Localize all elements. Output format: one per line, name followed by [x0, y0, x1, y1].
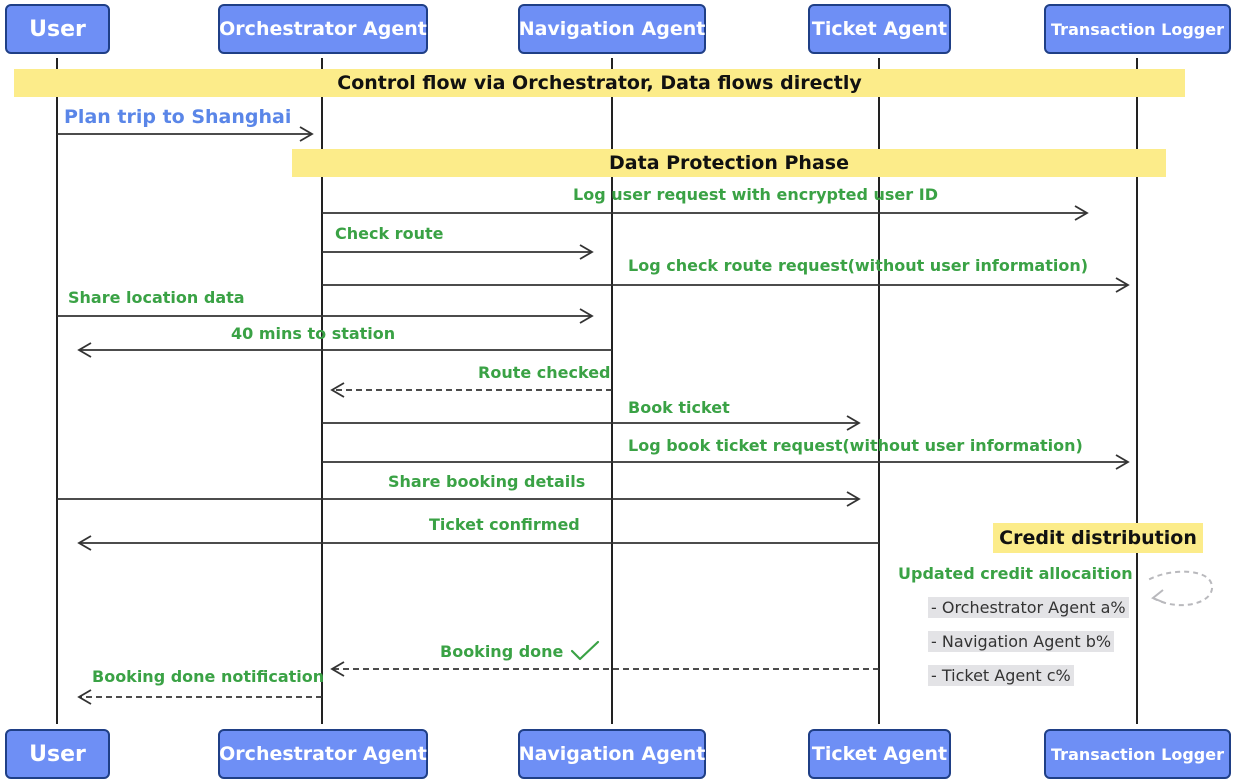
arrowhead-m6 [77, 342, 92, 358]
dashed-loop-arrow-icon [1147, 570, 1214, 607]
message-label-booking-done: Booking done [440, 642, 564, 661]
arrowhead-m2 [1074, 205, 1089, 221]
actor-navigation-bottom: Navigation Agent [518, 729, 706, 779]
actor-navigation-top: Navigation Agent [518, 4, 706, 54]
arrowhead-m4 [1115, 277, 1130, 293]
actor-logger-bottom: Transaction Logger [1044, 729, 1231, 779]
message-label-log-book-ticket: Log book ticket request(without user inf… [628, 436, 1083, 455]
arrowhead-m1 [299, 126, 314, 142]
message-label-share-location: Share location data [68, 288, 245, 307]
actor-user-top: User [5, 4, 110, 54]
message-label-booking-done-notification: Booking done notification [92, 667, 325, 686]
credit-item-navigation: - Navigation Agent b% [928, 631, 1115, 652]
arrowhead-m7 [330, 382, 345, 398]
message-label-route-checked: Route checked [478, 363, 611, 382]
message-label-log-check-route: Log check route request(without user inf… [628, 256, 1089, 275]
credit-item-ticket: - Ticket Agent c% [928, 665, 1074, 686]
arrowhead-m8 [846, 415, 861, 431]
message-label-book-ticket: Book ticket [628, 398, 730, 417]
message-label-check-route: Check route [335, 224, 444, 243]
arrowhead-m12 [330, 661, 345, 677]
data-protection-band: Data Protection Phase [292, 149, 1166, 177]
arrowhead-m5 [579, 308, 594, 324]
credit-allocation-heading: Updated credit allocaition [898, 564, 1133, 583]
arrowhead-m10 [846, 491, 861, 507]
actor-ticket-bottom: Ticket Agent [808, 729, 951, 779]
credit-distribution-band: Credit distribution [993, 523, 1203, 553]
arrowhead-m9 [1115, 454, 1130, 470]
message-label-plan-trip: Plan trip to Shanghai [64, 106, 292, 128]
message-label-log-user-request: Log user request with encrypted user ID [573, 185, 938, 204]
actor-ticket-top: Ticket Agent [808, 4, 951, 54]
actor-orchestrator-bottom: Orchestrator Agent [218, 729, 428, 779]
arrowhead-m13 [77, 689, 92, 705]
message-label-ticket-confirmed: Ticket confirmed [429, 515, 580, 534]
control-flow-band: Control flow via Orchestrator, Data flow… [14, 69, 1185, 97]
actor-orchestrator-top: Orchestrator Agent [218, 4, 428, 54]
actor-logger-top: Transaction Logger [1044, 4, 1231, 54]
arrowhead-m11 [77, 535, 92, 551]
checkmark-icon [570, 640, 600, 661]
credit-item-orchestrator: - Orchestrator Agent a% [928, 597, 1129, 618]
message-label-share-booking: Share booking details [388, 472, 586, 491]
actor-user-bottom: User [5, 729, 110, 779]
arrowhead-m3 [579, 244, 594, 260]
message-label-40-mins: 40 mins to station [231, 324, 396, 343]
